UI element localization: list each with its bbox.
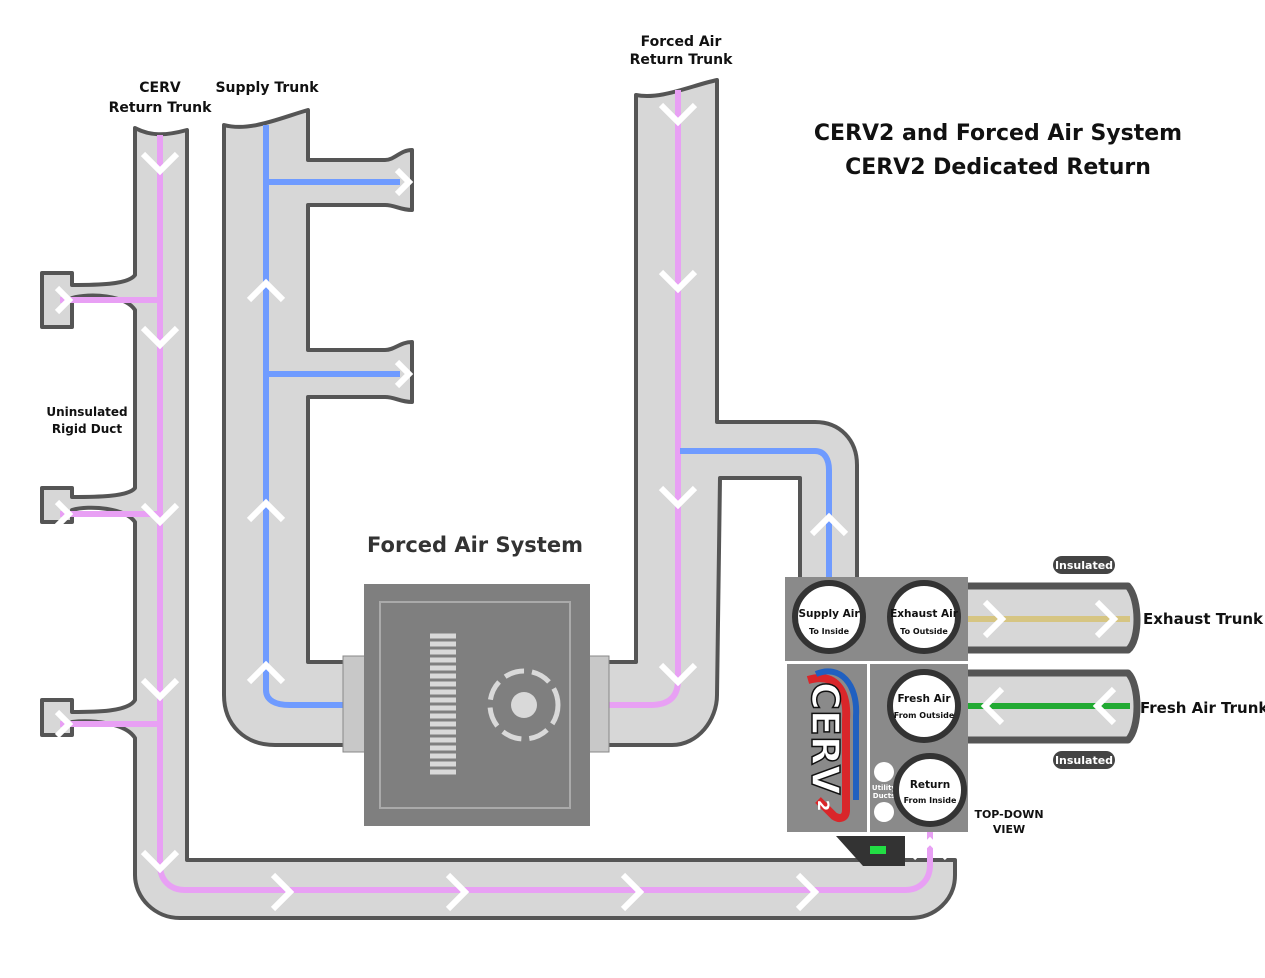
cerv-logo-stripe-red [806, 674, 851, 822]
arrow-right [620, 872, 645, 912]
forced-air-unit [342, 584, 610, 826]
supply-flow [263, 125, 345, 708]
utility-ducts-label-1: Utility [872, 784, 897, 792]
arrow-down [140, 849, 180, 874]
uninsulated-label-1: Uninsulated [46, 405, 127, 419]
supply-air-port [792, 580, 866, 654]
furnace-panel [379, 601, 571, 809]
forced-air-return-duct [603, 78, 859, 747]
arrow-left [1092, 686, 1117, 726]
insulated-badges: Insulated Insulated [1053, 556, 1115, 769]
forced-air-return-label-1: Forced Air [641, 34, 722, 50]
forced-air-return-label-2: Return Trunk [630, 52, 734, 68]
return-port-title: Return [910, 779, 950, 791]
arrow-left [980, 686, 1005, 726]
cerv-return-trunk-duct [40, 126, 957, 920]
furnace-collar-left [342, 655, 368, 753]
cerv-return-flow [157, 135, 933, 893]
furnace-body [364, 584, 590, 826]
arrow-up [809, 512, 849, 537]
supply-air-port-sub: To Inside [809, 627, 850, 636]
arrow-down [658, 102, 698, 127]
insulated-badge-bottom-text: Insulated [1055, 754, 1113, 767]
return-port-sub: From Inside [904, 796, 957, 805]
flow-arrows [54, 102, 1119, 912]
arrow-right [795, 872, 820, 912]
supply-air-port-title: Supply Air [798, 608, 860, 620]
exhaust-air-port-sub: To Outside [900, 627, 948, 636]
arrow-up [246, 660, 286, 685]
blower-fan-hub-icon [511, 692, 537, 718]
flow-lines [60, 90, 1130, 893]
insulated-badge-top-text: Insulated [1055, 559, 1113, 572]
arrow-right [1094, 599, 1119, 639]
cerv2-unit: CERV 2 Utility Ducts Supply Air To Insid… [785, 577, 968, 866]
arrow-down [658, 485, 698, 510]
supply-trunk-label: Supply Trunk [215, 80, 319, 96]
furnace-collar-right [586, 655, 610, 753]
insulated-badge-bottom [1053, 751, 1115, 769]
uninsulated-label-2: Rigid Duct [52, 422, 122, 436]
arrow-right [445, 872, 470, 912]
fresh-air-port-title: Fresh Air [897, 693, 951, 705]
arrow-right [54, 499, 74, 529]
arrow-right [394, 359, 414, 389]
exhaust-trunk-label: Exhaust Trunk [1143, 610, 1264, 628]
arrow-right [394, 167, 414, 197]
arrow-down [658, 662, 698, 687]
diagram-title-line2: CERV2 Dedicated Return [845, 155, 1151, 180]
return-port [893, 753, 967, 827]
top-down-view-label-2: VIEW [993, 823, 1025, 836]
arrow-down [140, 151, 180, 176]
arrow-up [246, 498, 286, 523]
arrow-down [140, 677, 180, 702]
fresh-air-port-sub: From Outside [894, 711, 955, 720]
arrow-right [54, 285, 74, 315]
arrow-up [246, 278, 286, 303]
status-led-icon [870, 846, 886, 854]
top-down-view-label-1: TOP-DOWN [974, 808, 1043, 821]
cerv-return-trunk-label-2: Return Trunk [109, 100, 213, 116]
cerv-logo-sub: 2 [814, 800, 833, 811]
arrow-right [54, 709, 74, 739]
arrow-down [140, 325, 180, 350]
utility-duct-icon [874, 762, 894, 782]
arrow-down [658, 269, 698, 294]
exhaust-air-port-title: Exhaust Air [890, 608, 959, 620]
arrow-down [140, 502, 180, 527]
arrow-up [910, 836, 950, 861]
utility-ducts-label-2: Ducts [873, 792, 895, 800]
diagram-title-line1: CERV2 and Forced Air System [814, 121, 1182, 146]
utility-duct-icon [874, 802, 894, 822]
forced-air-system-label: Forced Air System [367, 533, 583, 557]
cerv-logo-stripe-blue [814, 668, 860, 800]
fresh-air-port [887, 669, 961, 743]
cerv-logo-text: CERV [803, 682, 847, 795]
fresh-air-trunk-label: Fresh Air Trunk [1140, 699, 1265, 717]
arrow-right [982, 599, 1007, 639]
insulated-badge-top [1053, 556, 1115, 574]
heat-exchanger-coil-icon [430, 633, 456, 775]
cerv-return-trunk-label-1: CERV [139, 80, 181, 96]
arrow-right [270, 872, 295, 912]
exhaust-air-port [887, 580, 961, 654]
labels: CERV2 and Forced Air System CERV2 Dedica… [46, 34, 1265, 836]
supply-trunk-duct [222, 108, 414, 747]
blower-fan-ring-icon [487, 668, 561, 742]
cerv-supply-flow [680, 448, 832, 590]
